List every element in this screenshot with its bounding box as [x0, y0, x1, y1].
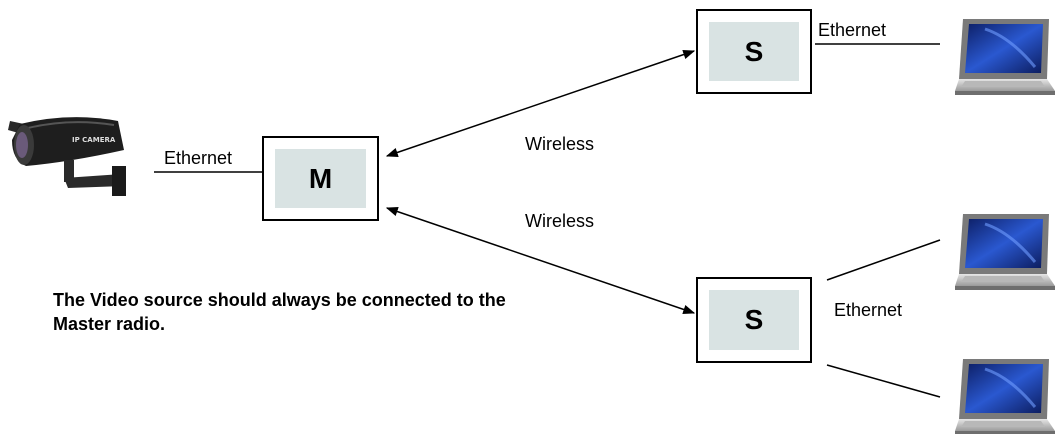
laptop-icon	[953, 357, 1057, 434]
ip-camera-icon: IP CAMERA	[8, 117, 126, 196]
bottom-ethernet-line-lower	[826, 364, 941, 398]
camera-ethernet-label: Ethernet	[164, 148, 233, 168]
slave-node-bottom: S	[696, 277, 812, 363]
master-node-label: M	[275, 149, 366, 208]
wireless-bottom-label: Wireless	[525, 211, 595, 231]
slave-node-bottom-label: S	[709, 290, 799, 350]
slave-node-top: S	[696, 9, 812, 94]
master-node: M	[262, 136, 379, 221]
slave-node-top-label: S	[709, 22, 799, 81]
master-connection-note: The Video source should always be connec…	[53, 290, 506, 334]
svg-text:IP CAMERA: IP CAMERA	[72, 136, 116, 144]
wireless-link-top	[385, 49, 696, 158]
bottom-ethernet-line-upper	[826, 239, 941, 281]
laptop-icon	[953, 212, 1057, 292]
laptop-icon	[953, 17, 1057, 97]
wireless-link-bottom	[385, 206, 696, 315]
wireless-top-label: Wireless	[525, 134, 595, 154]
bottom-ethernet-label: Ethernet	[834, 300, 903, 320]
top-ethernet-label: Ethernet	[818, 20, 887, 40]
